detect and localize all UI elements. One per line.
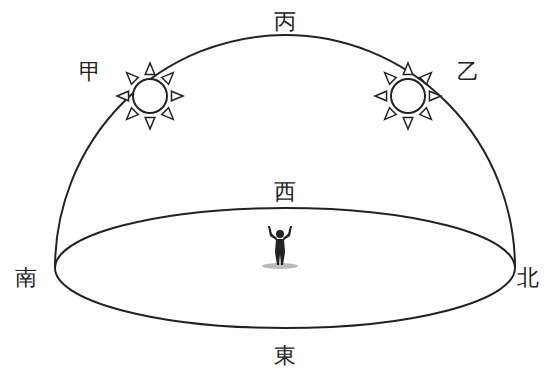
sun-ray (385, 108, 397, 120)
person-figure (268, 226, 292, 265)
sun-symbol (117, 63, 183, 129)
sun-ray (375, 91, 387, 101)
sun-ray (145, 63, 155, 75)
sun-ray (171, 91, 183, 101)
sun-ray (127, 108, 139, 120)
direction-label: 北 (517, 267, 539, 289)
sun-ray (162, 73, 174, 85)
sun-disc (391, 79, 425, 113)
sun-ray (117, 91, 129, 101)
sun-ray (429, 91, 441, 101)
direction-label: 西 (274, 181, 296, 203)
sun-ray (420, 108, 432, 120)
sun-ray (403, 117, 413, 129)
sun-ray (127, 73, 139, 85)
direction-label: 東 (274, 345, 296, 367)
horizon-ellipse (55, 208, 515, 328)
sky-dome-arc (55, 35, 515, 268)
sun-symbol (375, 63, 441, 129)
sun-disc (133, 79, 167, 113)
sun-ray (145, 117, 155, 129)
person-shadow (262, 263, 298, 269)
sun-ray (385, 73, 397, 85)
sun-ray (420, 73, 432, 85)
sun-label: 乙 (457, 61, 479, 83)
zenith-label: 丙 (274, 11, 296, 33)
direction-label: 南 (15, 267, 37, 289)
sun-label: 甲 (79, 61, 101, 83)
sun-ray (403, 63, 413, 75)
sun-ray (162, 108, 174, 120)
